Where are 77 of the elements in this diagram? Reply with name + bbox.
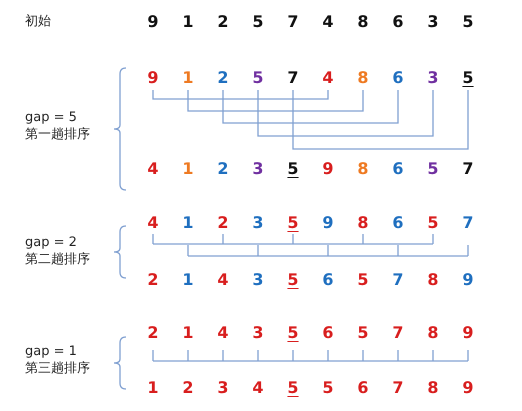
sequence-number: 5 (287, 379, 299, 397)
sequence-number: 1 (182, 69, 194, 87)
sequence-number: 7 (392, 379, 404, 397)
sequence-number: 2 (217, 160, 229, 178)
sequence-number: 2 (217, 69, 229, 87)
sequence-number: 4 (322, 69, 334, 87)
sequence-number: 5 (462, 13, 474, 31)
sequence-number: 6 (392, 160, 404, 178)
sequence-number: 8 (357, 13, 369, 31)
sequence-number: 6 (392, 13, 404, 31)
sequence-number: 7 (392, 324, 404, 342)
sequence-number: 4 (252, 379, 264, 397)
pass-label: 第一趟排序 (25, 127, 90, 143)
sequence-number: 3 (427, 69, 439, 87)
sequence-number: 9 (462, 271, 474, 289)
sequence-number: 9 (147, 13, 159, 31)
sequence-number: 5 (287, 324, 299, 342)
pass-label: 第三趟排序 (25, 361, 90, 377)
sequence-number: 8 (357, 160, 369, 178)
sequence-number: 4 (322, 13, 334, 31)
sequence-number: 1 (182, 214, 194, 232)
sequence-number: 3 (427, 13, 439, 31)
sequence-number: 4 (217, 271, 229, 289)
sequence-number: 8 (357, 69, 369, 87)
pass-label: gap = 5 (25, 110, 77, 126)
sequence-number: 1 (182, 13, 194, 31)
sequence-number: 3 (252, 160, 264, 178)
sequence-number: 9 (322, 160, 334, 178)
sequence-number: 3 (252, 324, 264, 342)
sequence-number: 5 (462, 69, 474, 87)
sequence-number: 8 (357, 214, 369, 232)
sequence-number: 5 (287, 160, 299, 178)
sequence-number: 7 (287, 13, 299, 31)
sequence-number: 8 (427, 379, 439, 397)
sequence-number: 9 (147, 69, 159, 87)
sequence-number: 1 (147, 379, 159, 397)
sequence-number: 6 (322, 324, 334, 342)
sequence-number: 1 (182, 271, 194, 289)
sequence-number: 1 (182, 324, 194, 342)
pass-label: gap = 2 (25, 235, 77, 251)
sequence-number: 6 (322, 271, 334, 289)
sequence-number: 5 (252, 13, 264, 31)
sequence-number: 3 (252, 271, 264, 289)
sequence-number: 5 (287, 214, 299, 232)
sequence-number: 5 (357, 324, 369, 342)
pass-label: gap = 1 (25, 344, 77, 360)
sequence-number: 6 (392, 69, 404, 87)
sequence-number: 2 (182, 379, 194, 397)
sequence-number: 4 (147, 214, 159, 232)
sequence-number: 7 (287, 69, 299, 87)
sequence-number: 9 (322, 214, 334, 232)
sequence-number: 2 (217, 214, 229, 232)
sequence-number: 7 (392, 271, 404, 289)
sequence-number: 2 (147, 324, 159, 342)
sequence-number: 7 (462, 160, 474, 178)
sequence-number: 8 (427, 324, 439, 342)
sequence-number: 5 (252, 69, 264, 87)
sequence-number: 4 (217, 324, 229, 342)
sequence-number: 4 (147, 160, 159, 178)
sequence-number: 3 (217, 379, 229, 397)
pass-label: 初始 (25, 14, 51, 30)
sequence-number: 1 (182, 160, 194, 178)
sequence-number: 9 (462, 324, 474, 342)
sequence-number: 9 (462, 379, 474, 397)
sequence-number: 2 (217, 13, 229, 31)
sequence-number: 5 (287, 271, 299, 289)
sequence-number: 5 (322, 379, 334, 397)
sequence-number: 5 (357, 271, 369, 289)
sequence-number: 8 (427, 271, 439, 289)
sequence-number: 2 (147, 271, 159, 289)
sequence-number: 7 (462, 214, 474, 232)
sequence-number: 3 (252, 214, 264, 232)
sequence-number: 6 (392, 214, 404, 232)
pass-label: 第二趟排序 (25, 252, 90, 268)
sequence-number: 6 (357, 379, 369, 397)
sequence-number: 5 (427, 214, 439, 232)
sequence-number: 5 (427, 160, 439, 178)
